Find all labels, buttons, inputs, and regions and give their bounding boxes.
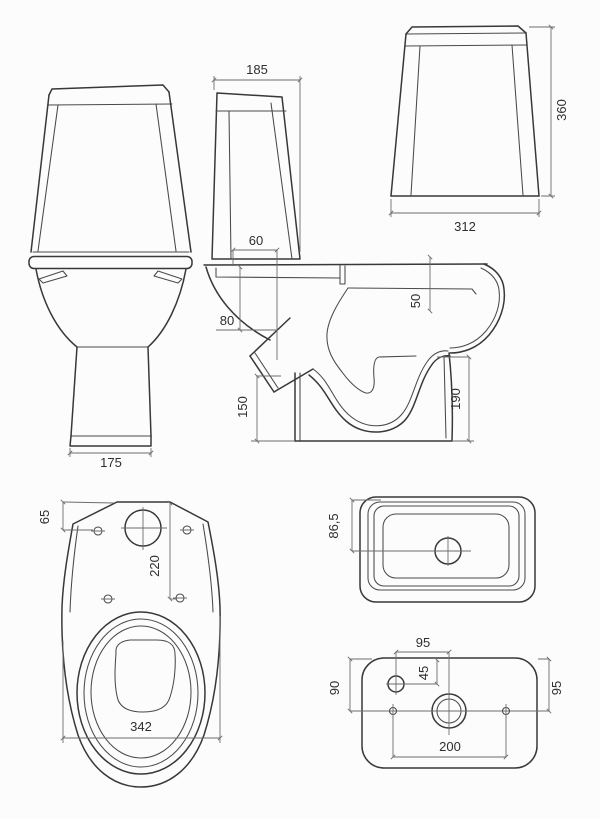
dim-back-inlet-offset: 95 <box>416 635 430 650</box>
dim-plan-bolt-spacing: 220 <box>147 555 162 577</box>
front-tank-side-left <box>30 94 50 253</box>
side-bowl-back-inner <box>449 267 500 349</box>
side-tank-outline <box>211 92 301 260</box>
plan-seat-oval-outer <box>76 611 206 775</box>
rear-side-left <box>390 33 407 197</box>
dim-side-flush-offset: 60 <box>249 233 263 248</box>
front-tank-inner-left <box>37 104 59 252</box>
rear-inner-left <box>410 45 421 196</box>
front-slot-right <box>153 270 183 284</box>
side-spigot-mouth <box>249 355 275 393</box>
dim-side-trap-height: 190 <box>448 388 463 410</box>
side-tank-inner-right <box>270 102 293 260</box>
tankplan-button-crosshair <box>352 536 471 566</box>
side-trap-tongue <box>326 287 417 394</box>
front-tank-inner-right <box>155 103 177 252</box>
front-tank-side-right <box>168 91 192 253</box>
plan-inner-side-left <box>69 525 79 613</box>
front-collar <box>28 255 193 270</box>
plan-seat-oval-mid <box>83 618 199 768</box>
front-base-bottom <box>69 435 152 447</box>
side-spigot-bottom <box>273 368 314 393</box>
rear-view: 312 360 <box>388 24 569 234</box>
tankback-inlet-crosshair <box>386 673 437 695</box>
tankplan-lid-edge-1 <box>367 501 526 591</box>
side-spigot-top <box>249 317 291 357</box>
rear-lid-underside <box>405 32 527 35</box>
plan-bolt-hole-ticks <box>91 529 194 600</box>
dim-side-outlet-height: 150 <box>235 396 250 418</box>
side-dim150-ext <box>251 375 295 442</box>
dim-back-hole-spacing: 200 <box>439 739 461 754</box>
tankplan-lid-edge-2 <box>373 505 520 587</box>
plan-seat-oval-inner <box>90 625 192 759</box>
tankplan-outline <box>359 496 536 603</box>
side-seat-ledge <box>347 287 477 295</box>
tankback-dim90-ext <box>350 658 381 712</box>
rear-inner-right <box>511 44 524 196</box>
plan-dim65-ext <box>62 501 115 531</box>
dim-side-seat-recess: 50 <box>408 294 423 308</box>
plan-view: 65 220 342 <box>37 499 223 788</box>
front-tank-lid-band <box>47 103 173 106</box>
dim-back-left-edge-offset: 90 <box>327 681 342 695</box>
side-spigot-mouth-inner <box>254 352 279 389</box>
side-tank-inner-left <box>228 110 232 260</box>
front-view: 175 <box>28 84 193 470</box>
plan-dim342-label-bg <box>125 719 158 733</box>
side-trap-inner-wall <box>312 350 449 427</box>
plan-flush-hole-crosshair <box>121 507 167 550</box>
rear-lid-top <box>405 25 527 35</box>
side-deck <box>203 263 488 266</box>
plan-inner-side-right <box>202 523 214 613</box>
tankplan-lid-recess <box>382 513 510 579</box>
tank-plan-view: 86,5 <box>326 496 536 603</box>
dim-side-tank-depth: 185 <box>246 62 268 77</box>
tank-back-view: 95 45 90 95 200 <box>327 635 564 769</box>
side-view: 185 60 80 50 150 190 <box>203 62 506 444</box>
rear-side-right <box>525 32 540 197</box>
plan-outline <box>61 501 221 788</box>
side-dim60-ext <box>232 250 278 360</box>
side-bowl-back <box>449 263 506 354</box>
plan-water-shape <box>114 639 176 713</box>
plan-dim342-ext <box>62 616 221 743</box>
dim-front-base-width: 175 <box>100 455 122 470</box>
dim-tankplan-button-offset: 86,5 <box>326 513 341 538</box>
dim-rear-tank-width: 312 <box>454 219 476 234</box>
side-base-right-inner <box>443 355 447 439</box>
front-bowl-side-left <box>35 268 78 348</box>
side-base-right <box>448 352 454 442</box>
dim-back-right-edge-offset: 95 <box>549 681 564 695</box>
side-rim-band <box>215 267 341 279</box>
dim-plan-bowl-width: 342 <box>130 719 152 734</box>
side-bowl-front <box>205 266 271 341</box>
side-rim-lip <box>339 264 346 285</box>
side-trap-outer-wall <box>308 355 451 433</box>
dim-plan-hole-offset: 65 <box>37 510 52 524</box>
rear-dim312-ext <box>390 199 540 217</box>
tankback-dim200-ext <box>392 716 507 757</box>
dim-rear-tank-height: 360 <box>554 99 569 121</box>
front-slot-left <box>38 270 68 284</box>
front-bowl-side-right <box>147 268 187 348</box>
tankback-mount-hole-ticks <box>392 704 507 718</box>
tankback-outline <box>361 657 538 769</box>
front-pedestal-left <box>70 346 78 437</box>
dim-side-rim-drop: 80 <box>220 313 234 328</box>
front-tank-lid <box>48 84 170 96</box>
dim-back-inlet-drop: 45 <box>416 666 431 680</box>
rear-lid-band <box>404 44 528 47</box>
front-pedestal-right <box>147 346 152 437</box>
